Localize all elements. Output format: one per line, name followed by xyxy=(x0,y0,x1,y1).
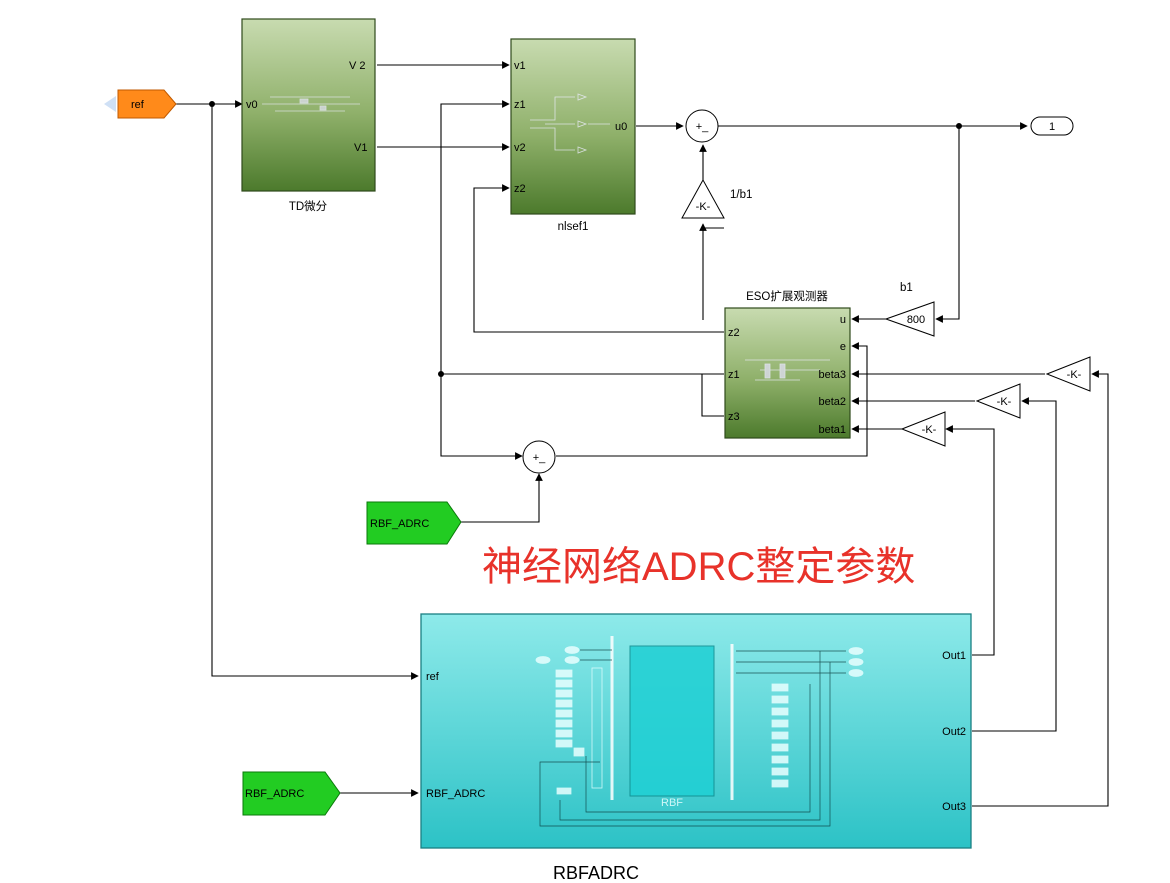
sum2-signs: +_ xyxy=(533,452,546,464)
nlsef-port-v1: v1 xyxy=(514,60,526,72)
gain-b1-label: b1 xyxy=(900,282,913,294)
td-block[interactable]: v0 V 2 V1 TD微分 xyxy=(241,18,376,213)
nlsef-block[interactable]: v1 z1 v2 z2 u0 nlsef1 xyxy=(510,38,636,233)
gain-inv-b1-label: 1/b1 xyxy=(730,189,752,201)
eso-port-beta1: beta1 xyxy=(818,424,846,436)
gain-inv-b1-value: -K- xyxy=(696,201,711,213)
ref-inport[interactable]: ref xyxy=(104,89,177,119)
eso-port-z3: z3 xyxy=(728,411,740,423)
td-port-v1: V1 xyxy=(354,142,367,154)
nlsef-internal-preview xyxy=(530,93,610,154)
annotation-text: 神经网络ADRC整定参数 xyxy=(482,545,915,589)
nlsef-port-u0: u0 xyxy=(615,121,627,133)
eso-port-e: e xyxy=(840,341,846,353)
outport-1-label: 1 xyxy=(1049,121,1055,133)
gain-k1-value: -K- xyxy=(922,424,937,436)
eso-port-beta3: beta3 xyxy=(818,369,846,381)
td-internal-preview xyxy=(262,96,360,112)
gain-k2-value: -K- xyxy=(997,396,1012,408)
nlsef-port-z1: z1 xyxy=(514,99,526,111)
nlsef-port-v2: v2 xyxy=(514,142,526,154)
eso-block-name: ESO扩展观测器 xyxy=(746,289,828,303)
rbf-internal-preview: RBF xyxy=(535,636,864,827)
ref-inport-label: ref xyxy=(131,99,145,111)
rbf-port-out1: Out1 xyxy=(942,650,966,662)
eso-block[interactable]: z2 z1 z3 u e beta3 beta2 beta1 ESO扩展观测器 xyxy=(724,289,851,439)
gain-inv-b1[interactable]: -K- 1/b1 xyxy=(681,178,752,219)
from-tag-lower-label: RBF_ADRC xyxy=(245,788,304,800)
gain-k3-value: -K- xyxy=(1067,369,1082,381)
rbf-inner-label: RBF xyxy=(661,797,683,809)
rbf-subsystem-name: RBFADRC xyxy=(553,863,639,883)
rbf-port-out2: Out2 xyxy=(942,726,966,738)
from-tag-upper-label: RBF_ADRC xyxy=(370,518,429,530)
from-tag-rbf-adrc-upper[interactable]: RBF_ADRC xyxy=(366,501,462,545)
eso-port-u: u xyxy=(840,314,846,326)
sum-block-2[interactable]: +_ xyxy=(522,440,556,474)
rbf-port-ref: ref xyxy=(426,671,440,683)
td-port-v0: v0 xyxy=(246,99,258,111)
nlsef-block-name: nlsef1 xyxy=(558,221,589,233)
eso-port-beta2: beta2 xyxy=(818,396,846,408)
rbf-port-out3: Out3 xyxy=(942,801,966,813)
nlsef-port-z2: z2 xyxy=(514,183,526,195)
eso-port-z1: z1 xyxy=(728,369,740,381)
td-block-name: TD微分 xyxy=(289,199,328,213)
gain-k3[interactable]: -K- xyxy=(1045,356,1091,392)
gain-b1[interactable]: 800 b1 xyxy=(884,282,935,337)
rbf-port-rbf-adrc: RBF_ADRC xyxy=(426,788,485,800)
sum-block-1[interactable]: +_ xyxy=(685,109,719,143)
signal-wires xyxy=(176,61,1109,807)
gain-k1[interactable]: -K- xyxy=(900,411,946,447)
outport-1[interactable]: 1 xyxy=(1030,116,1074,136)
eso-port-z2: z2 xyxy=(728,327,740,339)
from-tag-rbf-adrc-lower[interactable]: RBF_ADRC xyxy=(242,771,341,816)
gain-k2[interactable]: -K- xyxy=(975,383,1021,419)
gain-b1-value: 800 xyxy=(907,314,925,326)
eso-internal-preview xyxy=(745,359,830,381)
td-port-v2: V 2 xyxy=(349,60,366,72)
sum1-signs: +_ xyxy=(696,121,709,133)
rbf-subsystem[interactable]: RBF ref RBF_ADRC Out1 Out2 Out3 RBFADRC xyxy=(420,613,972,883)
